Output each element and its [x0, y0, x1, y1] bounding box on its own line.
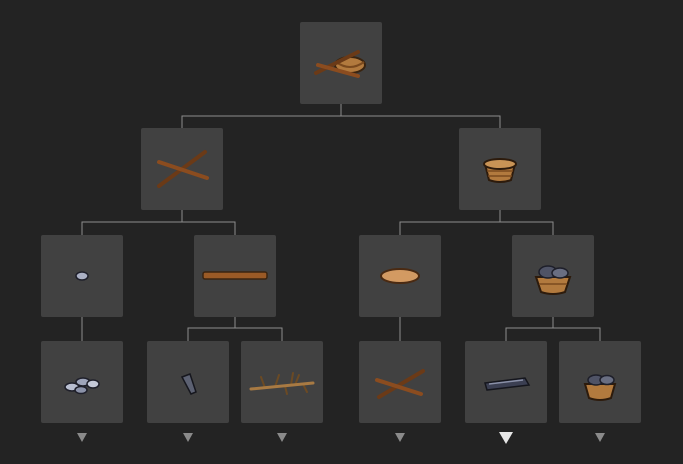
node-wooden-plank[interactable]	[194, 235, 276, 317]
dry-branch-icon	[249, 372, 315, 395]
node-flat-bread[interactable]	[359, 235, 441, 317]
wooden-plank-icon	[202, 271, 268, 280]
crossed-sticks-icon	[157, 150, 209, 188]
basket-with-stones-icon	[583, 374, 617, 401]
flint-shard-icon	[180, 373, 197, 395]
node-dry-branch[interactable]	[241, 341, 323, 423]
node-pile-of-stones[interactable]	[41, 341, 123, 423]
expand-arrow-flint-shard[interactable]	[183, 433, 193, 442]
flat-bread-icon	[380, 268, 420, 284]
expand-arrow-basket-with-stones[interactable]	[595, 433, 605, 442]
node-crossed-sticks-2[interactable]	[359, 341, 441, 423]
recipe-sticks-and-basket-icon	[314, 50, 366, 78]
iron-bar-icon	[484, 377, 531, 391]
node-iron-bar[interactable]	[465, 341, 547, 423]
small-stone-icon	[75, 271, 89, 281]
crossed-sticks-icon	[375, 369, 425, 399]
expand-arrow-pile-of-stones[interactable]	[77, 433, 87, 442]
expand-arrow-dry-branch[interactable]	[277, 433, 287, 442]
node-small-stone[interactable]	[41, 235, 123, 317]
node-woven-basket[interactable]	[459, 128, 541, 210]
root-node[interactable]	[300, 22, 382, 104]
woven-basket-icon	[483, 158, 517, 183]
pile-of-stones-icon	[64, 377, 100, 395]
node-crossed-sticks[interactable]	[141, 128, 223, 210]
basket-with-stones-icon	[534, 265, 572, 295]
expand-arrow-iron-bar[interactable]	[499, 432, 513, 444]
node-basket-with-stones-2[interactable]	[559, 341, 641, 423]
node-basket-with-stones[interactable]	[512, 235, 594, 317]
expand-arrow-crossed-sticks[interactable]	[395, 433, 405, 442]
node-flint-shard[interactable]	[147, 341, 229, 423]
